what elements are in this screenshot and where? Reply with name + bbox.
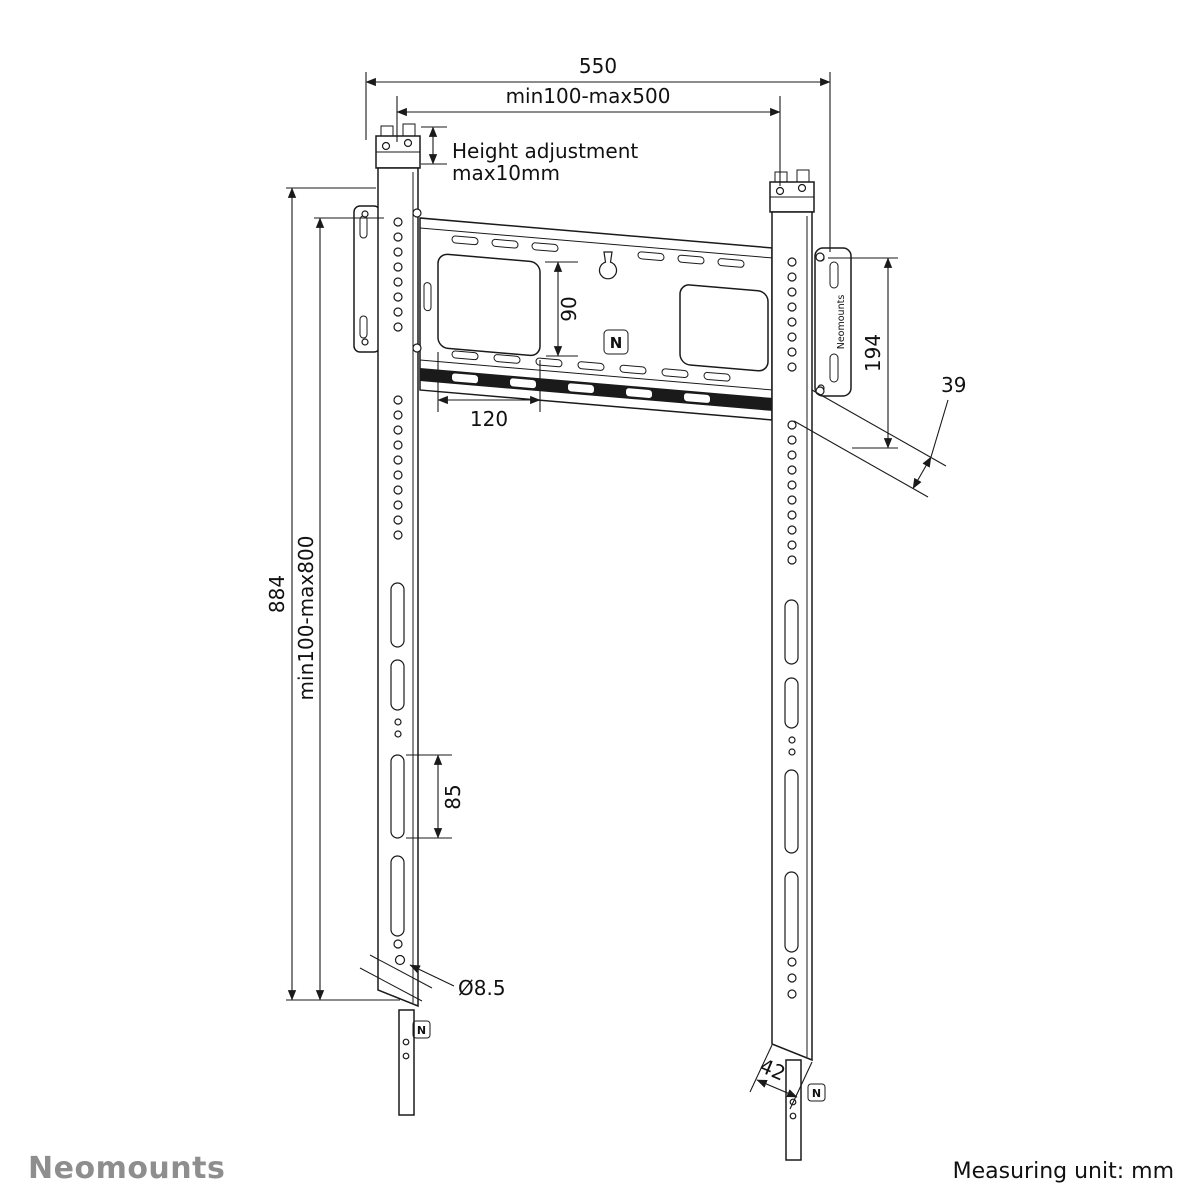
left-rail-holes [393,217,410,1060]
height-adjustment-label-line1: Height adjustment [452,139,638,163]
top-depth-label: 39 [941,373,966,397]
opening-height-label: 90 [557,296,581,321]
height-adjustment-label-line2: max10mm [452,161,560,185]
right-plate-screw-top [815,252,825,262]
bottom-depth-label: 42 [756,1054,789,1086]
opening-width-label: 120 [470,407,508,431]
plate-bottom-slots [451,350,731,382]
vesa-height-label: min100-max800 [294,536,318,701]
plate-top-slots [451,235,745,268]
keyhole-slot [598,251,618,280]
plate-opening-right [679,284,769,372]
right-rail-holes [787,257,797,1120]
dim-hole-diameter: Ø8.5 [409,964,506,1000]
dim-opening-width: 120 [437,352,541,431]
left-strip-logo: N [412,1020,431,1039]
plate-opening-left [437,253,541,357]
left-rail-slots [390,582,405,937]
neomounts-logo: Neomounts [28,1151,226,1186]
rail-brand-label: Neomounts [836,295,847,350]
dim-vesa-width: min100-max500 [396,84,781,186]
measuring-unit-note: Measuring unit: mm [952,1159,1174,1184]
plate-logo: N [603,329,629,355]
slot-length-label: 85 [441,784,465,809]
dim-vesa-height: min100-max800 [294,217,384,1001]
right-rail: N [769,169,826,1161]
dim-rail-length: 884 [265,187,400,1001]
right-strip-logo-letter: N [812,1087,821,1100]
rail-length-label: 884 [265,575,289,613]
left-rail-strip [398,1009,415,1116]
plate-logo-letter: N [610,334,623,352]
vesa-width-label: min100-max500 [506,84,671,108]
hole-diameter-label: Ø8.5 [458,976,506,1000]
right-plate-screw-bottom [815,386,825,396]
dim-overall-width: 550 [365,54,831,252]
dim-slot-length: 85 [406,754,465,839]
dim-height-adjustment: Height adjustment max10mm [421,126,638,185]
right-strip-logo: N [807,1083,826,1102]
plate-bottom-fold [420,368,772,411]
wall-plate [419,217,773,421]
right-rail-slots [784,599,799,953]
dim-top-depth: 39 [793,373,966,498]
bracket-height-label: 194 [861,334,885,372]
left-strip-logo-letter: N [417,1024,426,1037]
right-rail-strip [785,1059,802,1161]
dim-opening-height: 90 [545,261,581,357]
overall-width-label: 550 [579,54,617,78]
left-plate-screw-bottom [412,343,422,353]
left-bracket [353,205,381,353]
dim-bracket-height: 194 [828,257,898,449]
plate-side-slot [423,282,432,312]
left-rail: N [359,123,433,1116]
left-plate-screw-top [412,208,422,218]
right-bracket: Neomounts [814,247,852,397]
